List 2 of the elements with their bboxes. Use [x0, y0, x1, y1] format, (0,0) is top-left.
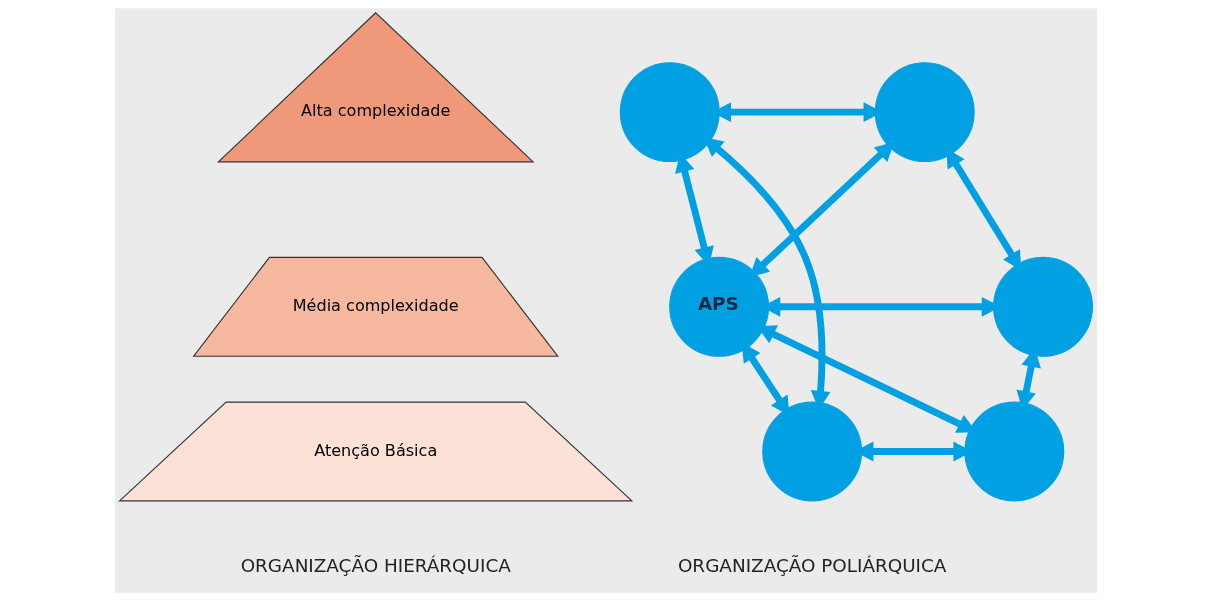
label: ORGANIZAÇÃO HIERÁRQUICA [240, 554, 511, 576]
label: ORGANIZAÇÃO POLIÁRQUICA [677, 554, 947, 576]
